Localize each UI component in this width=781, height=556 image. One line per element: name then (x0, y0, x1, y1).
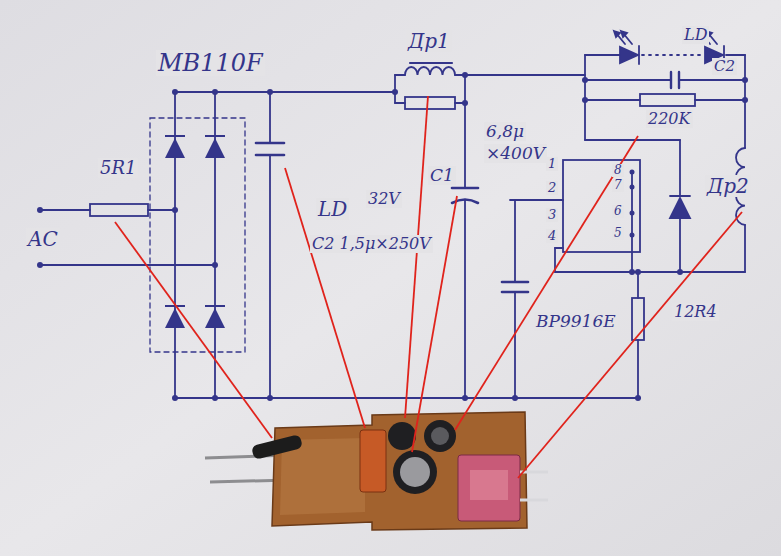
schematic-label: 220K (646, 110, 693, 128)
junction-dots (37, 72, 748, 401)
schematic-label: 1 (546, 157, 558, 171)
schematic-label: LD (316, 198, 349, 220)
resistor-symbol (632, 298, 644, 340)
resistor-symbol (405, 97, 455, 109)
schematic-label: 12R4 (672, 303, 719, 321)
schematic-label: C2 (712, 58, 737, 75)
resistor-symbol (90, 204, 148, 216)
schematic-label: 8 (612, 164, 624, 177)
bridge-diodes (165, 135, 225, 328)
schematic-label: Др1 (406, 30, 452, 52)
schematic-label: C1 (428, 166, 456, 185)
schematic-label: 6 (612, 205, 624, 218)
wiring (40, 31, 745, 398)
schematic-label: 3 (546, 208, 558, 222)
bridge-outline (150, 118, 245, 352)
leader-lines (115, 96, 742, 478)
pcb-photo (205, 412, 548, 530)
schematic-label: 6,8μ (484, 122, 526, 141)
schematic-label: Др2 (705, 175, 751, 197)
schematic-label: MB110F (156, 50, 265, 76)
schematic-label: 32V (366, 190, 402, 208)
schematic-label: LD (682, 26, 709, 44)
schematic-label: ×400V (484, 144, 547, 163)
inductor-symbol (405, 67, 455, 75)
schematic-label: 2 (546, 181, 558, 195)
resistor-symbol (640, 94, 695, 106)
schematic-label: 5R1 (98, 158, 138, 178)
schematic-label: C2 1,5μ×250V (310, 235, 433, 253)
schematic-label: BP9916E (534, 312, 618, 331)
schematic-label: AC (26, 228, 60, 250)
schematic-label: 4 (546, 229, 558, 243)
schematic-label: 7 (612, 179, 624, 192)
schematic-label: 5 (612, 227, 624, 240)
